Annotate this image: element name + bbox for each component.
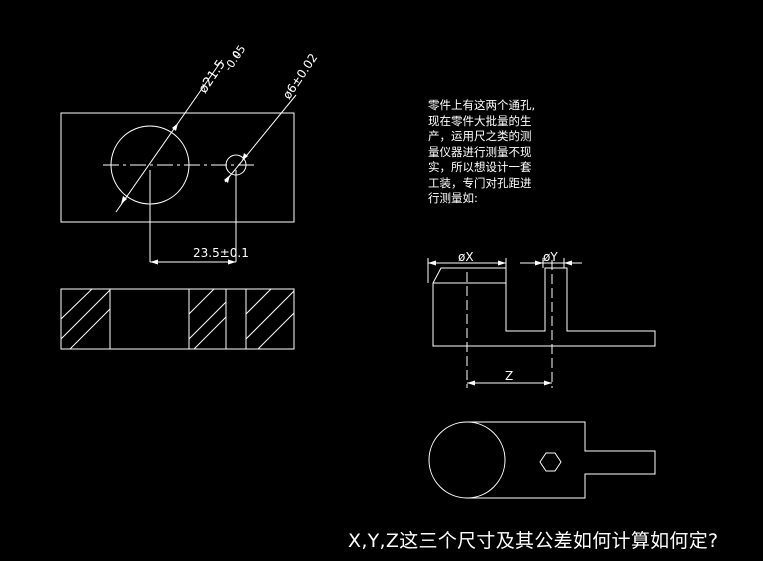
arrow-head (535, 260, 543, 266)
note-line: 工装，专门对孔距进 (428, 175, 532, 190)
note-line: 行测量如: (428, 191, 478, 205)
arrow-head (242, 153, 248, 161)
explanation-note: 零件上有这两个通孔, 现在零件大批量的生 产，运用尺之类的测 量仪器进行测量不现… (428, 98, 588, 207)
section-outline (60, 288, 295, 350)
hatch-line (193, 316, 227, 350)
note-line: 零件上有这两个通孔, (428, 98, 536, 112)
dim-x-label: øX (458, 250, 474, 264)
arrow-head (228, 259, 236, 265)
hatch-line (245, 290, 295, 340)
part-outline (60, 112, 295, 223)
dim-z-label: Z (505, 369, 513, 383)
arrow-head (172, 123, 178, 131)
hatch-line (60, 289, 111, 340)
part-section-view (60, 288, 295, 350)
arrow-head (428, 260, 436, 266)
arrow-head (121, 196, 127, 204)
note-line: 产，运用尺之类的测 (428, 129, 532, 143)
center-distance-label: 23.5±0.1 (193, 246, 249, 260)
large-pin (466, 421, 506, 499)
small-hole-leader (224, 94, 297, 183)
hatch-line (188, 288, 215, 315)
part-top-view: 23.5±0.1 ø21.5 0 -0.05 ø6±0.02 (60, 43, 321, 265)
hex-pin (539, 452, 562, 472)
fixture-top-outline (428, 421, 656, 499)
fixture-top-view (428, 421, 656, 499)
note-line: 量仪器进行测量不现 (428, 144, 532, 159)
hatch-line (188, 301, 227, 340)
hatch-line (60, 288, 93, 320)
arrow-head (544, 380, 552, 386)
note-line: 现在零件大批量的生 (428, 113, 532, 128)
large-hole-leader (115, 59, 223, 213)
question-text: X,Y,Z这三个尺寸及其公差如何计算如何定? (348, 530, 719, 552)
fixture-front-view: øX øY Z (427, 250, 656, 388)
hatch-line (69, 308, 111, 350)
arrow-head (150, 259, 158, 265)
arrow-head (564, 260, 572, 266)
fixture-outline (432, 267, 656, 347)
hatch-line (245, 288, 272, 315)
note-line: 实，所以想设计一套 (428, 160, 532, 174)
arrow-head (467, 380, 475, 386)
arrow-head (498, 260, 506, 266)
large-hole-tol-upper: 0 (231, 49, 243, 60)
hatch-line (257, 312, 295, 350)
arrow-head (224, 175, 230, 183)
large-hole-tol-lower: -0.05 (222, 43, 249, 74)
small-hole-label: ø6±0.02 (280, 51, 321, 102)
dim-y-label: øY (543, 250, 558, 264)
